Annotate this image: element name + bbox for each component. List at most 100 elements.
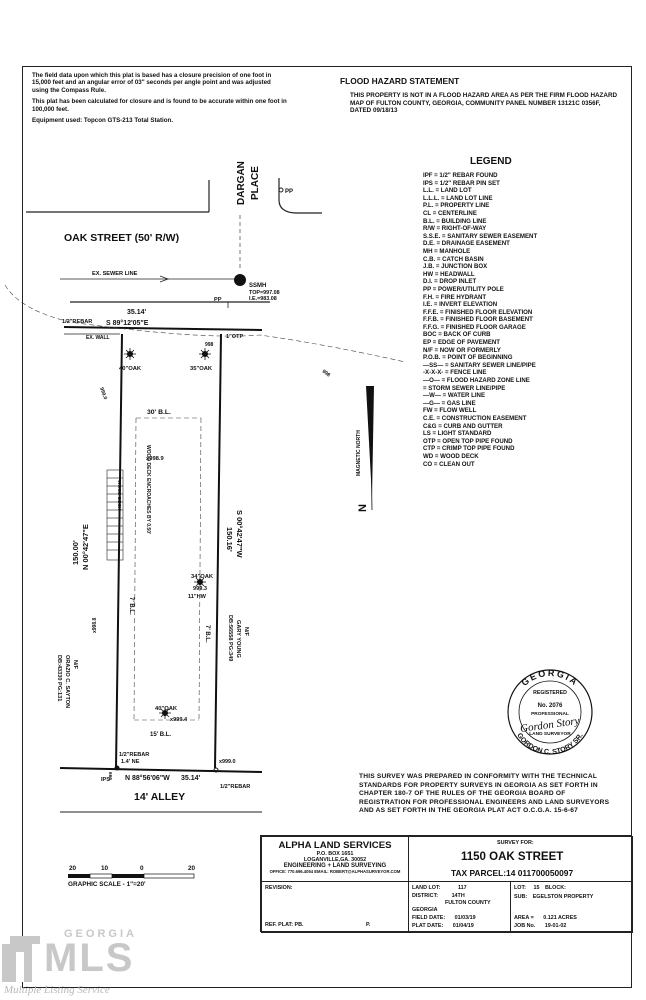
legend-item: HW = HEADWALL <box>423 270 475 278</box>
rebar-sw-label: 1/2"REBAR <box>119 752 149 758</box>
spot-998-9: x998.9 <box>146 456 165 462</box>
survey-notes: The field data upon which this plat is b… <box>32 72 287 128</box>
property-address: 1150 OAK STREET <box>461 851 564 863</box>
ref-plat-page: P. <box>366 922 371 928</box>
west-owner-deed: DB:43330 PG:131 <box>56 655 62 701</box>
street-name: OAK STREET (50' R/W) <box>64 232 179 244</box>
oak-tree-icon <box>194 576 206 588</box>
company-services: ENGINEERING + LAND SURVEYING <box>283 863 387 869</box>
legend-item: —W— = WATER LINE <box>423 392 486 400</box>
equipment-note: Equipment used: Topcon GTS-213 Total Sta… <box>32 117 174 125</box>
company-contact: OFFICE: 770.696.4054 EMAIL: ROBERT@ALPHA… <box>269 869 401 874</box>
legend-item: J.B. = JUNCTION BOX <box>423 263 488 271</box>
block-label: BLOCK: <box>544 885 566 891</box>
seal-land-surveyor: LAND SURVEYOR <box>529 731 571 737</box>
legend-item: C&G = CURB AND GUTTER <box>423 422 503 430</box>
land-lot-label: LAND LOT: <box>412 885 441 891</box>
legend-item: IPS = 1/2" REBAR PIN SET <box>423 179 500 187</box>
east-owner-deed: DB:56558 PG:349 <box>227 615 233 661</box>
east-distance: 150.16' <box>225 527 234 552</box>
legend-item: S.S.E. = SANITARY SEWER EASEMENT <box>423 232 538 240</box>
legend-item: P.O.B. = POINT OF BEGINNING <box>423 354 513 362</box>
calc-note: This plat has been calculated for closur… <box>32 98 287 113</box>
east-bearing: S 00°42'47"W <box>235 510 244 558</box>
spot-999: 999 <box>108 772 114 780</box>
legend-item: F.F.E. = FINISHED FLOOR ELEVATION <box>423 308 533 316</box>
deck-encroach-label: WOOD DECK ENCROACHES BY 0.50' <box>145 445 151 534</box>
ssmh-ie-label: I.E.=983.08 <box>249 296 277 302</box>
east-property-line <box>214 333 222 769</box>
legend-item: CL = CENTERLINE <box>423 209 477 217</box>
sub-label: SUB: <box>514 894 528 900</box>
oak-tree-icon <box>159 707 171 719</box>
contour-999-label: 999.0 <box>98 387 108 401</box>
east-setback-line <box>198 417 202 721</box>
west-distance: 150.00' <box>71 540 80 565</box>
dargan-east-curb-return <box>278 199 296 214</box>
ex-wall-label: EX. WALL <box>86 335 110 341</box>
scale-tick-10: 10 <box>101 865 109 872</box>
legend-item: L.L. = LAND LOT <box>423 187 472 195</box>
legend-item: N/F = NOW OR FORMERLY <box>423 346 501 354</box>
scale-label: GRAPHIC SCALE - 1"=20' <box>68 881 146 888</box>
lot-label: LOT: <box>514 885 526 891</box>
job-label: JOB No. <box>514 923 536 929</box>
north-arrow-icon <box>366 386 374 498</box>
ips-icon <box>114 765 120 771</box>
seal-registered: REGISTERED <box>533 690 567 696</box>
seal-state: GEORGIA <box>519 668 578 688</box>
job-value: 19-01-02 <box>544 923 567 929</box>
district-label: DISTRICT: <box>412 893 439 899</box>
sewer-line-label: EX. SEWER LINE <box>92 271 138 277</box>
company-name: ALPHA LAND SERVICES <box>278 840 392 851</box>
rebar-sw-offset: 1.4' NE <box>121 759 140 765</box>
company-cell: ALPHA LAND SERVICES P.O. BOX 1651 LOGANV… <box>261 836 409 882</box>
magnetic-north-label: MAGNETIC NORTH <box>356 430 362 476</box>
pp-dargan-label: PP <box>285 189 293 195</box>
sheet-border <box>22 66 632 988</box>
legend-item: —O— = FLOOD HAZARD ZONE LINE <box>423 377 530 385</box>
legend-item: EP = EDGE OF PAVEMENT <box>423 339 501 347</box>
legend-item: F.F.G. = FINISHED FLOOR GARAGE <box>423 323 526 331</box>
land-lot-value: 117 <box>457 885 467 891</box>
legend-item: IPF = 1/2" REBAR FOUND <box>423 172 498 179</box>
legend-item: B.L. = BUILDING LINE <box>423 217 487 225</box>
ssmh-top-label: TOP=997.08 <box>249 290 280 296</box>
oak-tree-icon <box>124 348 136 360</box>
wood-deck <box>106 469 124 561</box>
contour-998b-label: 998 <box>321 369 331 379</box>
west-owner-name: ORAZIO C. SAYTON <box>64 655 70 708</box>
rebar-nw-label: 1/2"REBAR <box>62 319 92 325</box>
spot-999-3: 999.3 <box>193 586 207 592</box>
scale-tick-20: 20 <box>69 865 77 872</box>
survey-for-cell: SURVEY FOR: 1150 OAK STREET TAX PARCEL:1… <box>408 836 633 882</box>
title-block: ALPHA LAND SERVICES P.O. BOX 1651 LOGANV… <box>260 835 633 933</box>
sewer-manhole-icon <box>234 274 246 286</box>
oak-34-label: 34"OAK <box>191 574 214 580</box>
district-value: 14TH <box>451 893 465 899</box>
watermark-mls: MLS <box>44 936 135 980</box>
legend-item: MH = MANHOLE <box>423 247 471 255</box>
closure-note: The field data upon which this plat is b… <box>32 72 272 94</box>
rear-setback-label: 15' B.L. <box>150 732 171 738</box>
field-date-label: FIELD DATE: <box>412 915 446 921</box>
rebar-se-label: 1/2"REBAR <box>220 784 250 790</box>
mls-watermark: GEORGIA MLS Multiple Listing Service <box>0 926 170 1000</box>
east-owner-nf: N/F <box>243 627 249 637</box>
ips-label: IPS <box>101 777 110 783</box>
legend-item: F.F.B. = FINISHED FLOOR BASEMENT <box>423 316 533 324</box>
svg-text:GEORGIA: GEORGIA <box>519 668 580 688</box>
oak-35-front-label: 35"OAK <box>190 366 213 372</box>
legend-item: CO = CLEAN OUT <box>423 460 475 468</box>
rebar-se-icon <box>213 767 219 773</box>
legend-item: D.I. = DROP INLET <box>423 278 477 286</box>
otp-label: 1"OTP <box>226 334 244 340</box>
legend-item: R/W = RIGHT-OF-WAY <box>423 225 487 233</box>
legend-item: —G— = GAS LINE <box>423 399 476 407</box>
legend-item: BOC = BACK OF CURB <box>423 331 491 339</box>
oak-40-front-label: 40"OAK <box>119 366 142 372</box>
legend-item: I.E. = INVERT ELEVATION <box>423 301 498 309</box>
north-n-label: N <box>357 504 369 512</box>
flood-hazard-body: THIS PROPERTY IS NOT IN A FLOOD HAZARD A… <box>350 92 618 115</box>
